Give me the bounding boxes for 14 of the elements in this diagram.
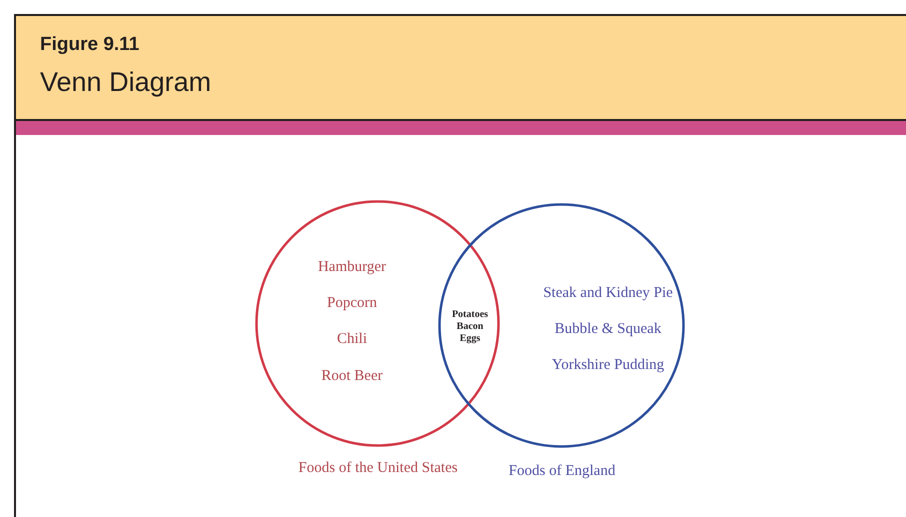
- shared-item: Eggs: [460, 333, 480, 345]
- figure-number: Figure 9.11: [40, 33, 140, 57]
- set-item: Popcorn: [327, 294, 377, 313]
- set-item: Hamburger: [318, 258, 386, 277]
- shared-item: Bacon: [456, 321, 484, 333]
- set-item: Yorkshire Pudding: [552, 356, 664, 375]
- set-item: Root Beer: [321, 366, 383, 386]
- set-item: Bubble & Squeak: [554, 320, 662, 339]
- set-caption: Foods of the United States: [298, 458, 458, 478]
- set-caption: Foods of England: [508, 462, 616, 481]
- set-item: Chili: [337, 330, 367, 349]
- figure-title: Venn Diagram: [40, 66, 212, 99]
- set-item: Steak and Kidney Pie: [543, 284, 673, 303]
- shared-item: Potatoes: [452, 309, 488, 321]
